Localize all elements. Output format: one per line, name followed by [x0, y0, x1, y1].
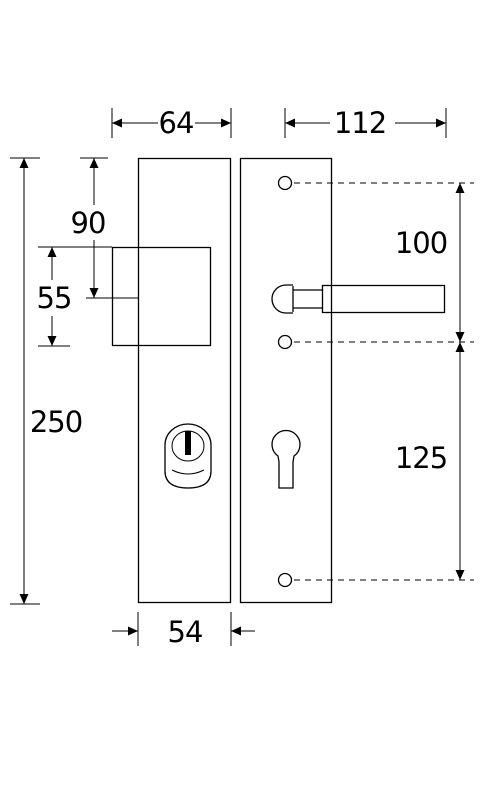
dimension-54-label: 54	[168, 615, 203, 649]
dimension-90-label: 90	[71, 206, 106, 240]
screw-hole-middle	[277, 334, 293, 350]
dimension-54: 54	[112, 612, 255, 649]
dimension-90: 90	[71, 157, 138, 299]
dimension-125-label: 125	[395, 441, 447, 475]
dimension-100: 100	[395, 183, 465, 342]
dimension-100-label: 100	[395, 226, 447, 260]
dimension-125: 125	[395, 342, 465, 580]
dimension-55: 55	[37, 246, 112, 347]
dimension-112: 112	[284, 106, 447, 140]
right-escutcheon-plate	[239, 157, 446, 604]
lever-handle	[271, 284, 446, 314]
dimension-250-label: 250	[30, 405, 82, 439]
screw-hole-bottom	[277, 572, 293, 588]
dimension-112-label: 112	[334, 106, 386, 140]
security-keyhole	[164, 423, 212, 489]
dimension-64-label: 64	[159, 106, 194, 140]
square-knob	[111, 246, 212, 347]
profile-cylinder-cutout	[271, 429, 301, 489]
screw-hole-top	[277, 175, 293, 191]
left-escutcheon-plate	[111, 157, 232, 604]
dimension-55-label: 55	[37, 281, 72, 315]
dimension-250: 250	[10, 157, 84, 605]
dimension-64: 64	[111, 106, 232, 140]
